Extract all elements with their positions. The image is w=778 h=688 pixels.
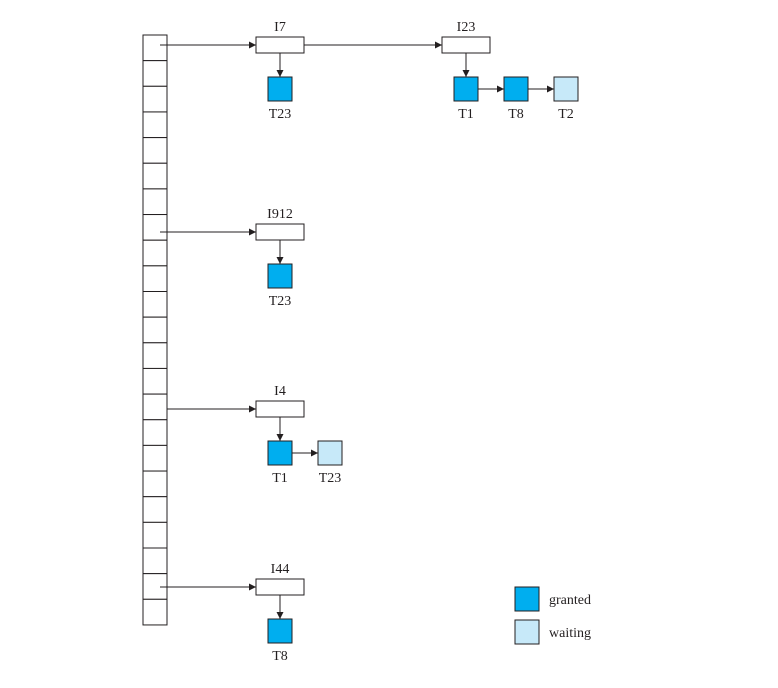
hash-bucket: [142, 60, 168, 87]
granted-request: [267, 76, 293, 102]
transaction-label: T23: [269, 294, 292, 309]
transaction-label: T1: [272, 471, 288, 486]
legend-waiting-swatch: [514, 619, 540, 645]
hash-table: [142, 34, 168, 626]
granted-request: [267, 440, 293, 466]
data-item-box: [255, 223, 305, 241]
legend-waiting-label: waiting: [549, 626, 591, 641]
data-item-box: [441, 36, 491, 54]
data-item-label: I23: [457, 20, 476, 35]
waiting-request: [553, 76, 579, 102]
hash-bucket: [142, 496, 168, 523]
data-item-label: I912: [267, 207, 293, 222]
data-item-box: [255, 578, 305, 596]
data-item-label: I7: [274, 20, 286, 35]
transaction-label: T8: [508, 107, 524, 122]
hash-bucket: [142, 573, 168, 600]
legend-granted-swatch: [514, 586, 540, 612]
transaction-label: T23: [269, 107, 292, 122]
legend: granted waiting: [514, 586, 591, 645]
hash-bucket: [142, 162, 168, 190]
data-item-label: I4: [274, 384, 286, 399]
hash-bucket: [142, 265, 168, 293]
granted-request: [503, 76, 529, 102]
granted-request: [267, 263, 293, 289]
transaction-label: T1: [458, 107, 474, 122]
transaction-label: T8: [272, 649, 288, 664]
hash-bucket: [142, 34, 168, 62]
granted-request: [453, 76, 479, 102]
hash-bucket: [142, 521, 168, 549]
data-item-box: [255, 36, 305, 54]
hash-bucket: [142, 598, 168, 626]
data-item-label: I44: [271, 562, 290, 577]
legend-granted-label: granted: [549, 593, 591, 608]
hash-bucket: [142, 291, 168, 318]
hash-bucket: [142, 419, 168, 446]
granted-request: [267, 618, 293, 644]
hash-bucket: [142, 444, 168, 472]
hash-bucket: [142, 316, 168, 344]
hash-bucket: [142, 137, 168, 164]
transaction-label: T2: [558, 107, 574, 122]
hash-bucket: [142, 188, 168, 216]
hash-bucket: [142, 111, 168, 139]
hash-bucket: [142, 470, 168, 498]
data-item-box: [255, 400, 305, 418]
hash-bucket: [142, 85, 168, 113]
hash-bucket: [142, 547, 168, 575]
hash-bucket: [142, 367, 168, 395]
transaction-label: T23: [319, 471, 342, 486]
hash-bucket: [142, 239, 168, 267]
hash-bucket: [142, 393, 168, 421]
waiting-request: [317, 440, 343, 466]
hash-bucket: [142, 214, 168, 241]
hash-bucket: [142, 342, 168, 369]
